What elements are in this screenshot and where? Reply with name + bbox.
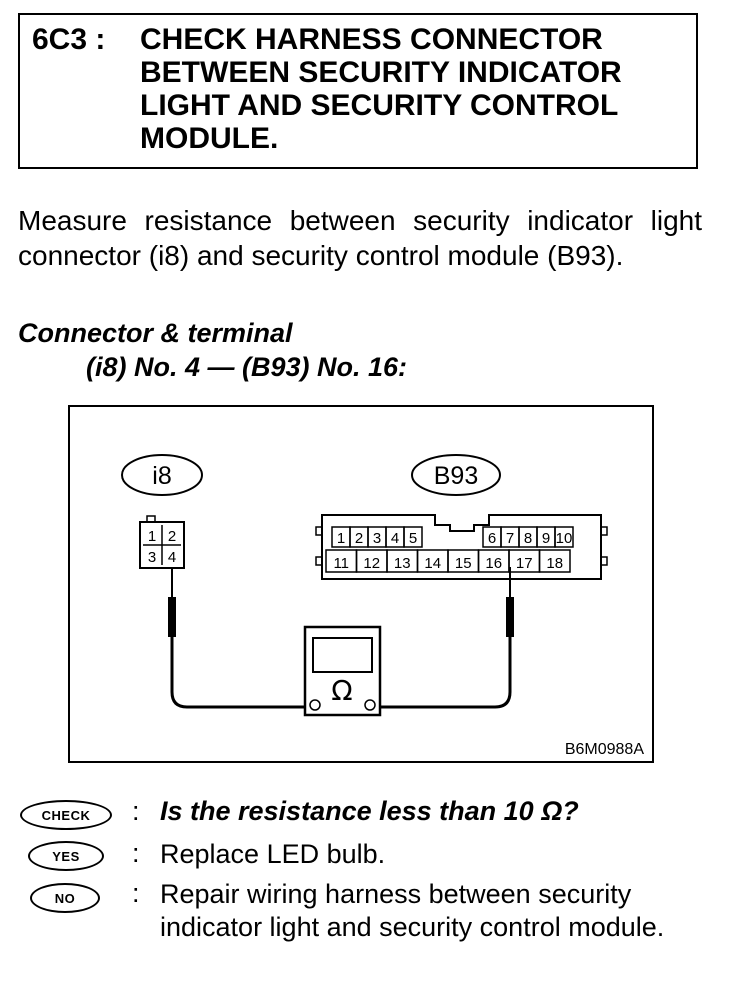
- b93-pin-13: 13: [394, 555, 411, 572]
- b93-pin-15: 15: [455, 555, 472, 572]
- b93-pin-5: 5: [409, 530, 417, 547]
- b93-pin-1: 1: [337, 530, 345, 547]
- step-id: 6C3 :: [32, 23, 106, 56]
- yes-colon: :: [132, 838, 140, 868]
- b93-pin-10: 10: [556, 530, 573, 547]
- yes-answer: Replace LED bulb.: [160, 839, 386, 869]
- connector-heading: Connector & terminal: [18, 318, 293, 348]
- no-badge: NO: [30, 883, 100, 913]
- yes-badge: YES: [28, 841, 104, 871]
- b93-pin-16: 16: [485, 555, 502, 572]
- b93-pin-18-cell: [538, 549, 571, 573]
- step-title: CHECK HARNESS CONNECTOR BETWEEN SECURITY…: [140, 23, 622, 155]
- no-colon: :: [132, 878, 140, 908]
- b93-pin-6: 6: [488, 530, 496, 547]
- i8-label: i8: [152, 462, 171, 490]
- b93-pin-9: 9: [542, 530, 550, 547]
- ohmmeter: Ω: [303, 625, 382, 717]
- b93-pins-bottom: 11 12 13 14 15 16 17 18: [325, 549, 571, 573]
- b93-pin-18: 18: [546, 555, 563, 572]
- ohm-symbol: Ω: [331, 674, 352, 707]
- b93-pin-14: 14: [424, 555, 441, 572]
- i8-pin-2: 2: [168, 528, 176, 545]
- check-badge: CHECK: [20, 800, 112, 830]
- b93-label-ellipse: [411, 454, 501, 496]
- check-colon: :: [132, 796, 140, 826]
- step-box: 6C3 : CHECK HARNESS CONNECTOR BETWEEN SE…: [18, 13, 698, 169]
- i8-pin-1: 1: [148, 528, 156, 545]
- b93-pin-11: 11: [333, 555, 349, 572]
- intro-text: Measure resistance between security indi…: [18, 205, 702, 271]
- b93-pin-5-cell: [403, 526, 423, 548]
- i8-connector: 1 2 3 4: [139, 515, 185, 569]
- meter-leads: [168, 567, 514, 709]
- b93-pin-4: 4: [391, 530, 399, 547]
- check-question: Is the resistance less than 10 Ω?: [160, 796, 579, 826]
- i8-pin-3: 3: [148, 549, 156, 566]
- no-answer: Repair wiring harness between security i…: [160, 879, 665, 942]
- i8-label-ellipse: [121, 454, 203, 496]
- b93-pin-17: 17: [516, 555, 533, 572]
- b93-pin-8: 8: [524, 530, 532, 547]
- b93-pin-7: 7: [506, 530, 514, 547]
- b93-pin-12: 12: [363, 555, 380, 572]
- b93-pin-2: 2: [355, 530, 363, 547]
- b93-pin-3: 3: [373, 530, 381, 547]
- i8-pin-4: 4: [168, 549, 176, 566]
- b93-pin-10-cell: [554, 526, 574, 548]
- figure-code: B6M0988A: [564, 741, 644, 758]
- connector-terminals: (i8) No. 4 — (B93) No. 16:: [86, 352, 408, 382]
- b93-label: B93: [434, 462, 478, 490]
